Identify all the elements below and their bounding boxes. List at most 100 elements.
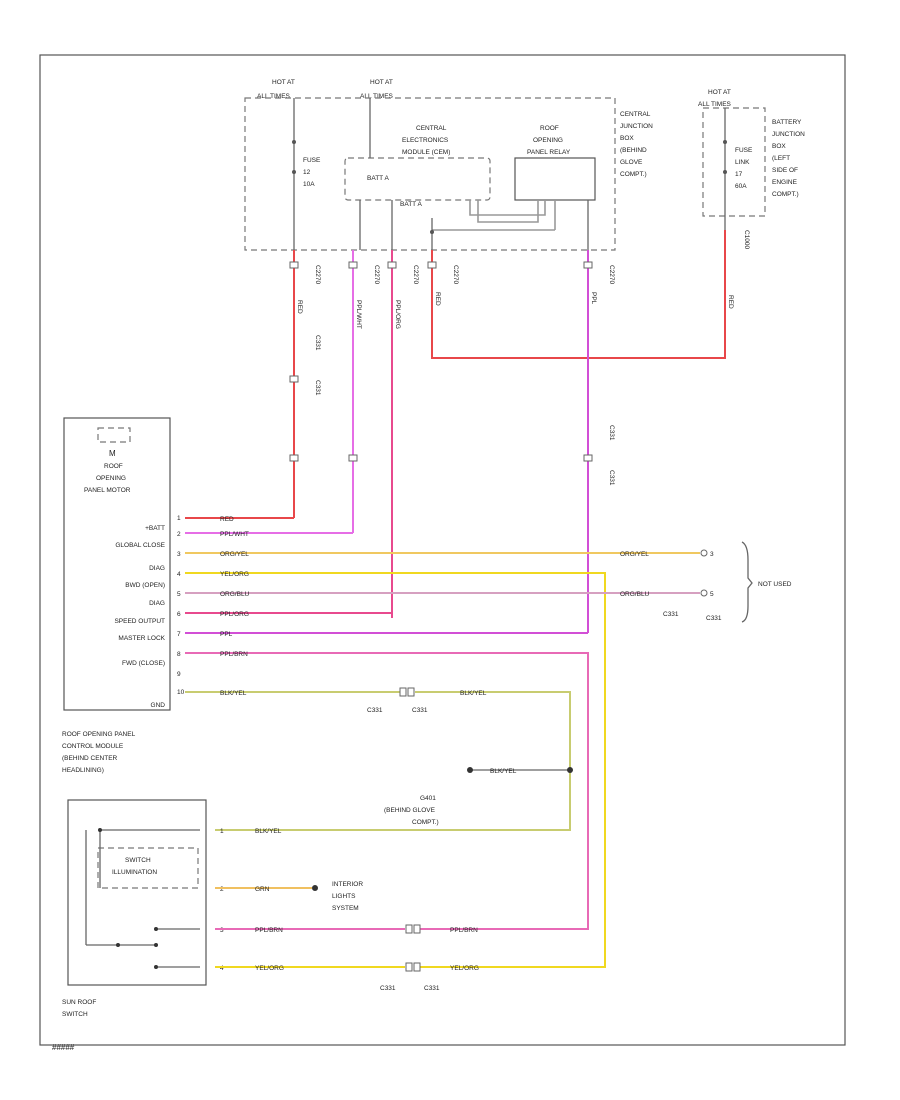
svg-text:12: 12: [303, 169, 311, 176]
svg-text:ENGINE: ENGINE: [772, 179, 798, 186]
hot-label-3b: ALL TIMES: [698, 101, 732, 108]
svg-text:COMPT.): COMPT.): [772, 191, 799, 198]
svg-text:ORG/YEL: ORG/YEL: [220, 551, 249, 558]
bjb-label: BATTERY JUNCTION BOX (LEFT SIDE OF ENGIN…: [772, 119, 805, 198]
svg-text:7: 7: [177, 631, 181, 638]
svg-text:YEL/ORG: YEL/ORG: [220, 571, 249, 578]
svg-text:8: 8: [177, 651, 181, 658]
switch-pin-numbers: 1 2 3 4: [220, 828, 224, 972]
svg-text:OPENING: OPENING: [96, 475, 126, 482]
svg-text:RED: RED: [220, 516, 234, 523]
svg-text:SYSTEM: SYSTEM: [332, 905, 359, 912]
not-used-brace: [741, 541, 753, 623]
ground-label: G401 (BEHIND GLOVE COMPT.): [384, 795, 439, 826]
switch-title: SUN ROOF SWITCH: [62, 999, 96, 1018]
motor-symbol: M: [109, 449, 116, 458]
svg-text:5: 5: [177, 591, 181, 598]
relay-box: [514, 157, 596, 201]
wire-color-labels: RED PPL/WHT ORG/YEL YEL/ORG ORG/BLU PPL/…: [220, 516, 250, 697]
svg-text:DIAG: DIAG: [149, 600, 165, 607]
svg-text:LIGHTS: LIGHTS: [332, 893, 356, 900]
svg-text:ROOF: ROOF: [540, 125, 559, 132]
svg-text:+BATT: +BATT: [145, 525, 165, 532]
sw-wire-label-2: GRN: [255, 886, 270, 893]
fuse-12-label: FUSE 12 10A: [303, 157, 321, 188]
svg-text:SWITCH: SWITCH: [62, 1011, 88, 1018]
svg-text:COMPT.): COMPT.): [412, 819, 439, 826]
interior-lights-connector: [312, 885, 318, 891]
hwire-bwd-open: [185, 572, 606, 968]
vconn-2: C2270: [373, 265, 380, 285]
svg-text:10A: 10A: [303, 181, 315, 188]
svg-text:DIAG: DIAG: [149, 565, 165, 572]
svg-text:(BEHIND: (BEHIND: [620, 147, 647, 154]
right-wire-1: ORG/YEL: [620, 551, 649, 558]
vconn-1: C2270: [314, 265, 321, 285]
svg-text:(LEFT: (LEFT: [772, 155, 790, 162]
central-junction-box: [244, 97, 616, 251]
pin-labels: +BATT GLOBAL CLOSE DIAG BWD (OPEN) DIAG …: [114, 525, 165, 709]
svg-text:FUSE: FUSE: [303, 157, 321, 164]
interior-lights-label: INTERIOR LIGHTS SYSTEM: [332, 881, 363, 912]
svg-text:SUN ROOF: SUN ROOF: [62, 999, 96, 1006]
relay-label: ROOF OPENING PANEL RELAY: [527, 125, 571, 156]
svg-text:MODULE (CEM): MODULE (CEM): [402, 149, 450, 156]
svg-text:HEADLINING): HEADLINING): [62, 767, 104, 774]
footer-id: #####: [52, 1043, 75, 1052]
right-wire-2: ORG/BLU: [620, 591, 650, 598]
conn-right-1: C331: [663, 611, 679, 618]
batt-a-label-1: BATT A: [367, 175, 389, 182]
svg-text:ILLUMINATION: ILLUMINATION: [112, 869, 157, 876]
battery-junction-box: [702, 107, 766, 217]
vconn-5: C2270: [608, 265, 615, 285]
svg-text:6: 6: [177, 611, 181, 618]
hwire-fwd-close: [185, 652, 589, 930]
svg-text:PANEL RELAY: PANEL RELAY: [527, 149, 571, 156]
batt-a-label-2: BATT A: [400, 201, 422, 208]
hot-label-3a: HOT AT: [708, 89, 731, 96]
svg-text:9: 9: [177, 671, 181, 678]
sw-wire-label-1: BLK/YEL: [255, 828, 282, 835]
vconn-3: C2270: [412, 265, 419, 285]
vwire-label-2: PPL/WHT: [355, 300, 362, 329]
svg-text:3: 3: [177, 551, 181, 558]
svg-text:BOX: BOX: [620, 135, 634, 142]
svg-text:COMPT.): COMPT.): [620, 171, 647, 178]
svg-text:4: 4: [177, 571, 181, 578]
svg-text:60A: 60A: [735, 183, 747, 190]
svg-text:2: 2: [177, 531, 181, 538]
cem-box: [344, 157, 491, 201]
svg-text:GLOVE: GLOVE: [620, 159, 643, 166]
svg-text:BATTERY: BATTERY: [772, 119, 802, 126]
outer-frame: [39, 54, 846, 1046]
svg-text:PPL/BRN: PPL/BRN: [220, 651, 248, 658]
vwire-label-3: PPL/ORG: [394, 300, 401, 329]
svg-text:(BEHIND CENTER: (BEHIND CENTER: [62, 755, 118, 762]
svg-text:(BEHIND GLOVE: (BEHIND GLOVE: [384, 807, 436, 814]
svg-text:PPL: PPL: [220, 631, 233, 638]
svg-text:ORG/BLU: ORG/BLU: [220, 591, 250, 598]
svg-text:ROOF OPENING PANEL: ROOF OPENING PANEL: [62, 731, 136, 738]
svg-text:FWD (CLOSE): FWD (CLOSE): [122, 660, 165, 667]
switch-contacts: [85, 829, 200, 968]
fuse-link-label: FUSE LINK 17 60A: [735, 147, 753, 190]
ground-icon: [467, 767, 473, 773]
svg-text:SWITCH: SWITCH: [125, 857, 151, 864]
sw-wire-label-6: YEL/ORG: [450, 965, 479, 972]
svg-text:2: 2: [220, 886, 224, 893]
fuse-12-icon: [292, 140, 296, 144]
svg-text:1: 1: [220, 828, 224, 835]
motor-icon: [97, 427, 131, 443]
conn-bottom-2: C331: [424, 985, 440, 992]
svg-text:1: 1: [177, 515, 181, 522]
svg-text:CENTRAL: CENTRAL: [416, 125, 447, 132]
svg-text:GND: GND: [151, 702, 166, 709]
svg-text:PPL/ORG: PPL/ORG: [220, 611, 249, 618]
conn-gnd-2: C331: [412, 707, 428, 714]
hot-label-1b: ALL TIMES: [257, 93, 291, 100]
vconn-mid-3: C331: [608, 425, 615, 441]
fuse-link-icon: [723, 140, 727, 144]
svg-text:17: 17: [735, 171, 743, 178]
